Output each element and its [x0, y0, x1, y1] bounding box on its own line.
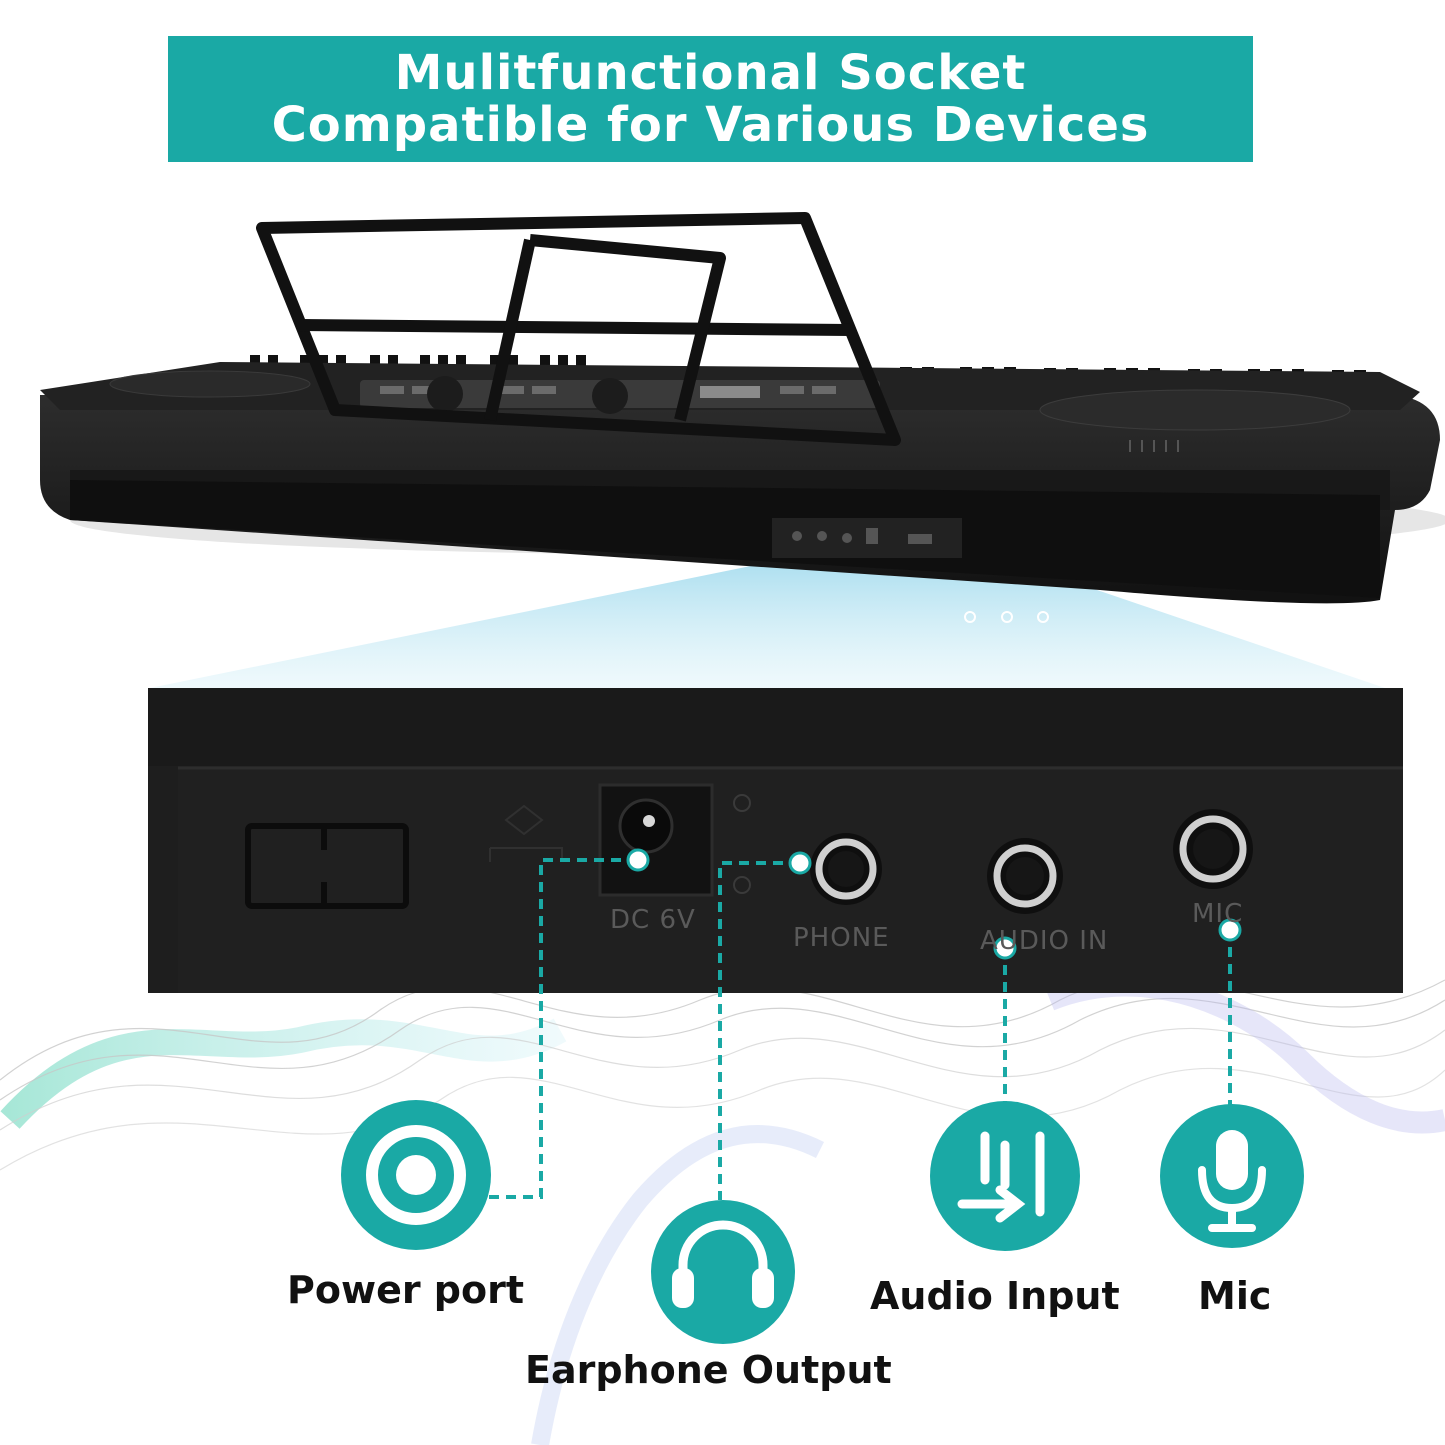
title-banner: Mulitfunctional Socket Compatible for Va…: [168, 36, 1253, 162]
phone-marking: PHONE: [793, 923, 890, 953]
usb-port: [245, 823, 409, 909]
dc-power-jack: [598, 783, 751, 897]
phone-jack: [810, 833, 882, 905]
zoom-beam: [150, 545, 1385, 688]
audio-input-icon: [930, 1101, 1080, 1251]
socket-closeup-panel: [148, 688, 1403, 993]
audio-in-marking: AUDIO IN: [980, 926, 1109, 956]
mic-marking: MIC: [1192, 899, 1244, 929]
mic-label: Mic: [1198, 1274, 1272, 1318]
title-line-1: Mulitfunctional Socket: [394, 45, 1027, 101]
audio-input-label: Audio Input: [870, 1274, 1120, 1318]
power-port-icon: [341, 1100, 491, 1250]
dc-marking: DC 6V: [610, 905, 696, 935]
audio-in-jack: [987, 838, 1063, 914]
mic-jack: [1173, 809, 1253, 889]
connector-dots: [626, 848, 1242, 960]
power-port-label: Power port: [287, 1268, 525, 1312]
carousel-dots: [964, 611, 1049, 623]
earphone-output-label: Earphone Output: [525, 1348, 892, 1392]
keyboard-image: [40, 212, 1445, 604]
microphone-icon: [1160, 1104, 1304, 1248]
headphones-icon: [651, 1200, 795, 1344]
title-line-2: Compatible for Various Devices: [271, 97, 1150, 153]
connector-lines: [487, 858, 1232, 1200]
